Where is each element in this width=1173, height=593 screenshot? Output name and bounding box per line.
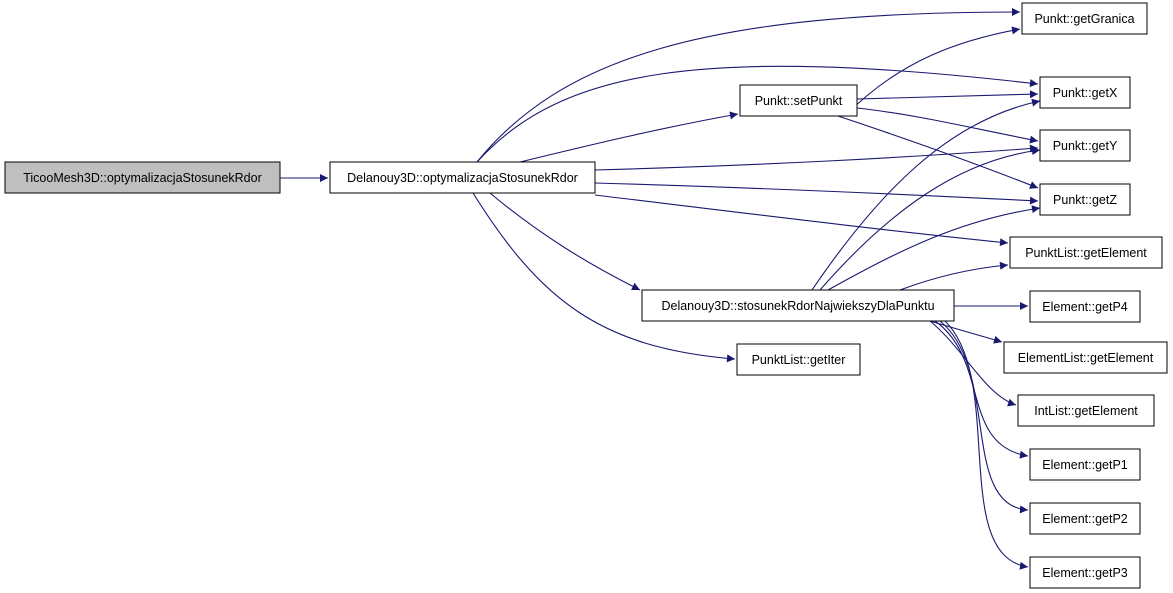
node-box [4,161,281,194]
edge-stosunek-to-plgetelement [899,261,1009,291]
node-label: Punkt::getGranica [1034,12,1134,26]
node-box [1021,2,1148,35]
node-getp1[interactable]: Element::getP1 [1029,448,1141,481]
node-label: Delanouy3D::stosunekRdorNajwiekszyDlaPun… [661,299,934,313]
edge-stosunek-to-getp3 [944,320,1029,570]
node-getp4[interactable]: Element::getP4 [1029,290,1141,323]
edge-setpunkt-to-getz [837,115,1039,189]
node-label: Delanouy3D::optymalizacjaStosunekRdor [347,171,578,185]
node-plgetelement[interactable]: PunktList::getElement [1009,236,1163,269]
node-box [1003,341,1168,374]
node-box [329,161,596,194]
node-elgetelement[interactable]: ElementList::getElement [1003,341,1168,374]
node-setpunkt[interactable]: Punkt::setPunkt [739,84,858,117]
edge-stosunek-to-gety [819,147,1041,291]
edge-stosunek-to-ilgetelement [929,320,1017,407]
node-box [1017,394,1155,427]
node-label: ElementList::getElement [1018,351,1154,365]
node-getgranica[interactable]: Punkt::getGranica [1021,2,1148,35]
node-label: PunktList::getElement [1025,246,1147,260]
edge-opt-to-getz [594,182,1039,205]
node-getp2[interactable]: Element::getP2 [1029,502,1141,535]
edge-stosunek-to-getp2 [939,320,1029,514]
node-label: TicooMesh3D::optymalizacjaStosunekRdor [23,171,262,185]
edge-opt-to-plgetelement [594,194,1009,247]
edge-opt-to-setpunkt [519,111,739,163]
node-ticoo[interactable]: TicooMesh3D::optymalizacjaStosunekRdor [4,161,281,194]
node-getiter[interactable]: PunktList::getIter [736,343,861,376]
edge-setpunkt-to-getx [856,90,1039,100]
node-box [641,289,955,322]
node-box [1039,183,1131,216]
node-label: IntList::getElement [1034,404,1138,418]
edge-setpunkt-to-getgranica [844,26,1021,117]
node-label: PunktList::getIter [752,353,846,367]
edge-stosunek-to-getp1 [934,320,1029,459]
node-getx[interactable]: Punkt::getX [1039,76,1131,109]
node-label: Punkt::setPunkt [755,94,843,108]
node-gety[interactable]: Punkt::getY [1039,129,1131,162]
node-box [1009,236,1163,269]
node-ilgetelement[interactable]: IntList::getElement [1017,394,1155,427]
node-label: Element::getP1 [1042,458,1128,472]
node-box [1039,129,1131,162]
edge-setpunkt-to-gety [856,107,1039,144]
edges-layer [280,8,1041,570]
node-box [739,84,858,117]
node-getz[interactable]: Punkt::getZ [1039,183,1131,216]
node-opt[interactable]: Delanouy3D::optymalizacjaStosunekRdor [329,161,596,194]
node-box [736,343,861,376]
edge-opt-to-getx [476,65,1039,163]
edge-opt-to-getgranica [476,8,1021,163]
node-label: Element::getP2 [1042,512,1128,526]
node-box [1029,448,1141,481]
node-label: Punkt::getZ [1053,193,1117,207]
node-label: Element::getP3 [1042,566,1128,580]
edge-stosunek-to-getz [827,205,1041,291]
edge-opt-to-getiter [472,192,736,363]
node-box [1029,502,1141,535]
node-box [1029,556,1141,589]
edge-opt-to-gety [594,144,1039,171]
node-box [1029,290,1141,323]
node-label: Element::getP4 [1042,300,1128,314]
node-stosunek[interactable]: Delanouy3D::stosunekRdorNajwiekszyDlaPun… [641,289,955,322]
node-getp3[interactable]: Element::getP3 [1029,556,1141,589]
node-label: Punkt::getY [1053,139,1118,153]
node-label: Punkt::getX [1053,86,1118,100]
edge-stosunek-to-getx [811,98,1041,291]
node-box [1039,76,1131,109]
edge-opt-to-stosunek [489,192,641,291]
